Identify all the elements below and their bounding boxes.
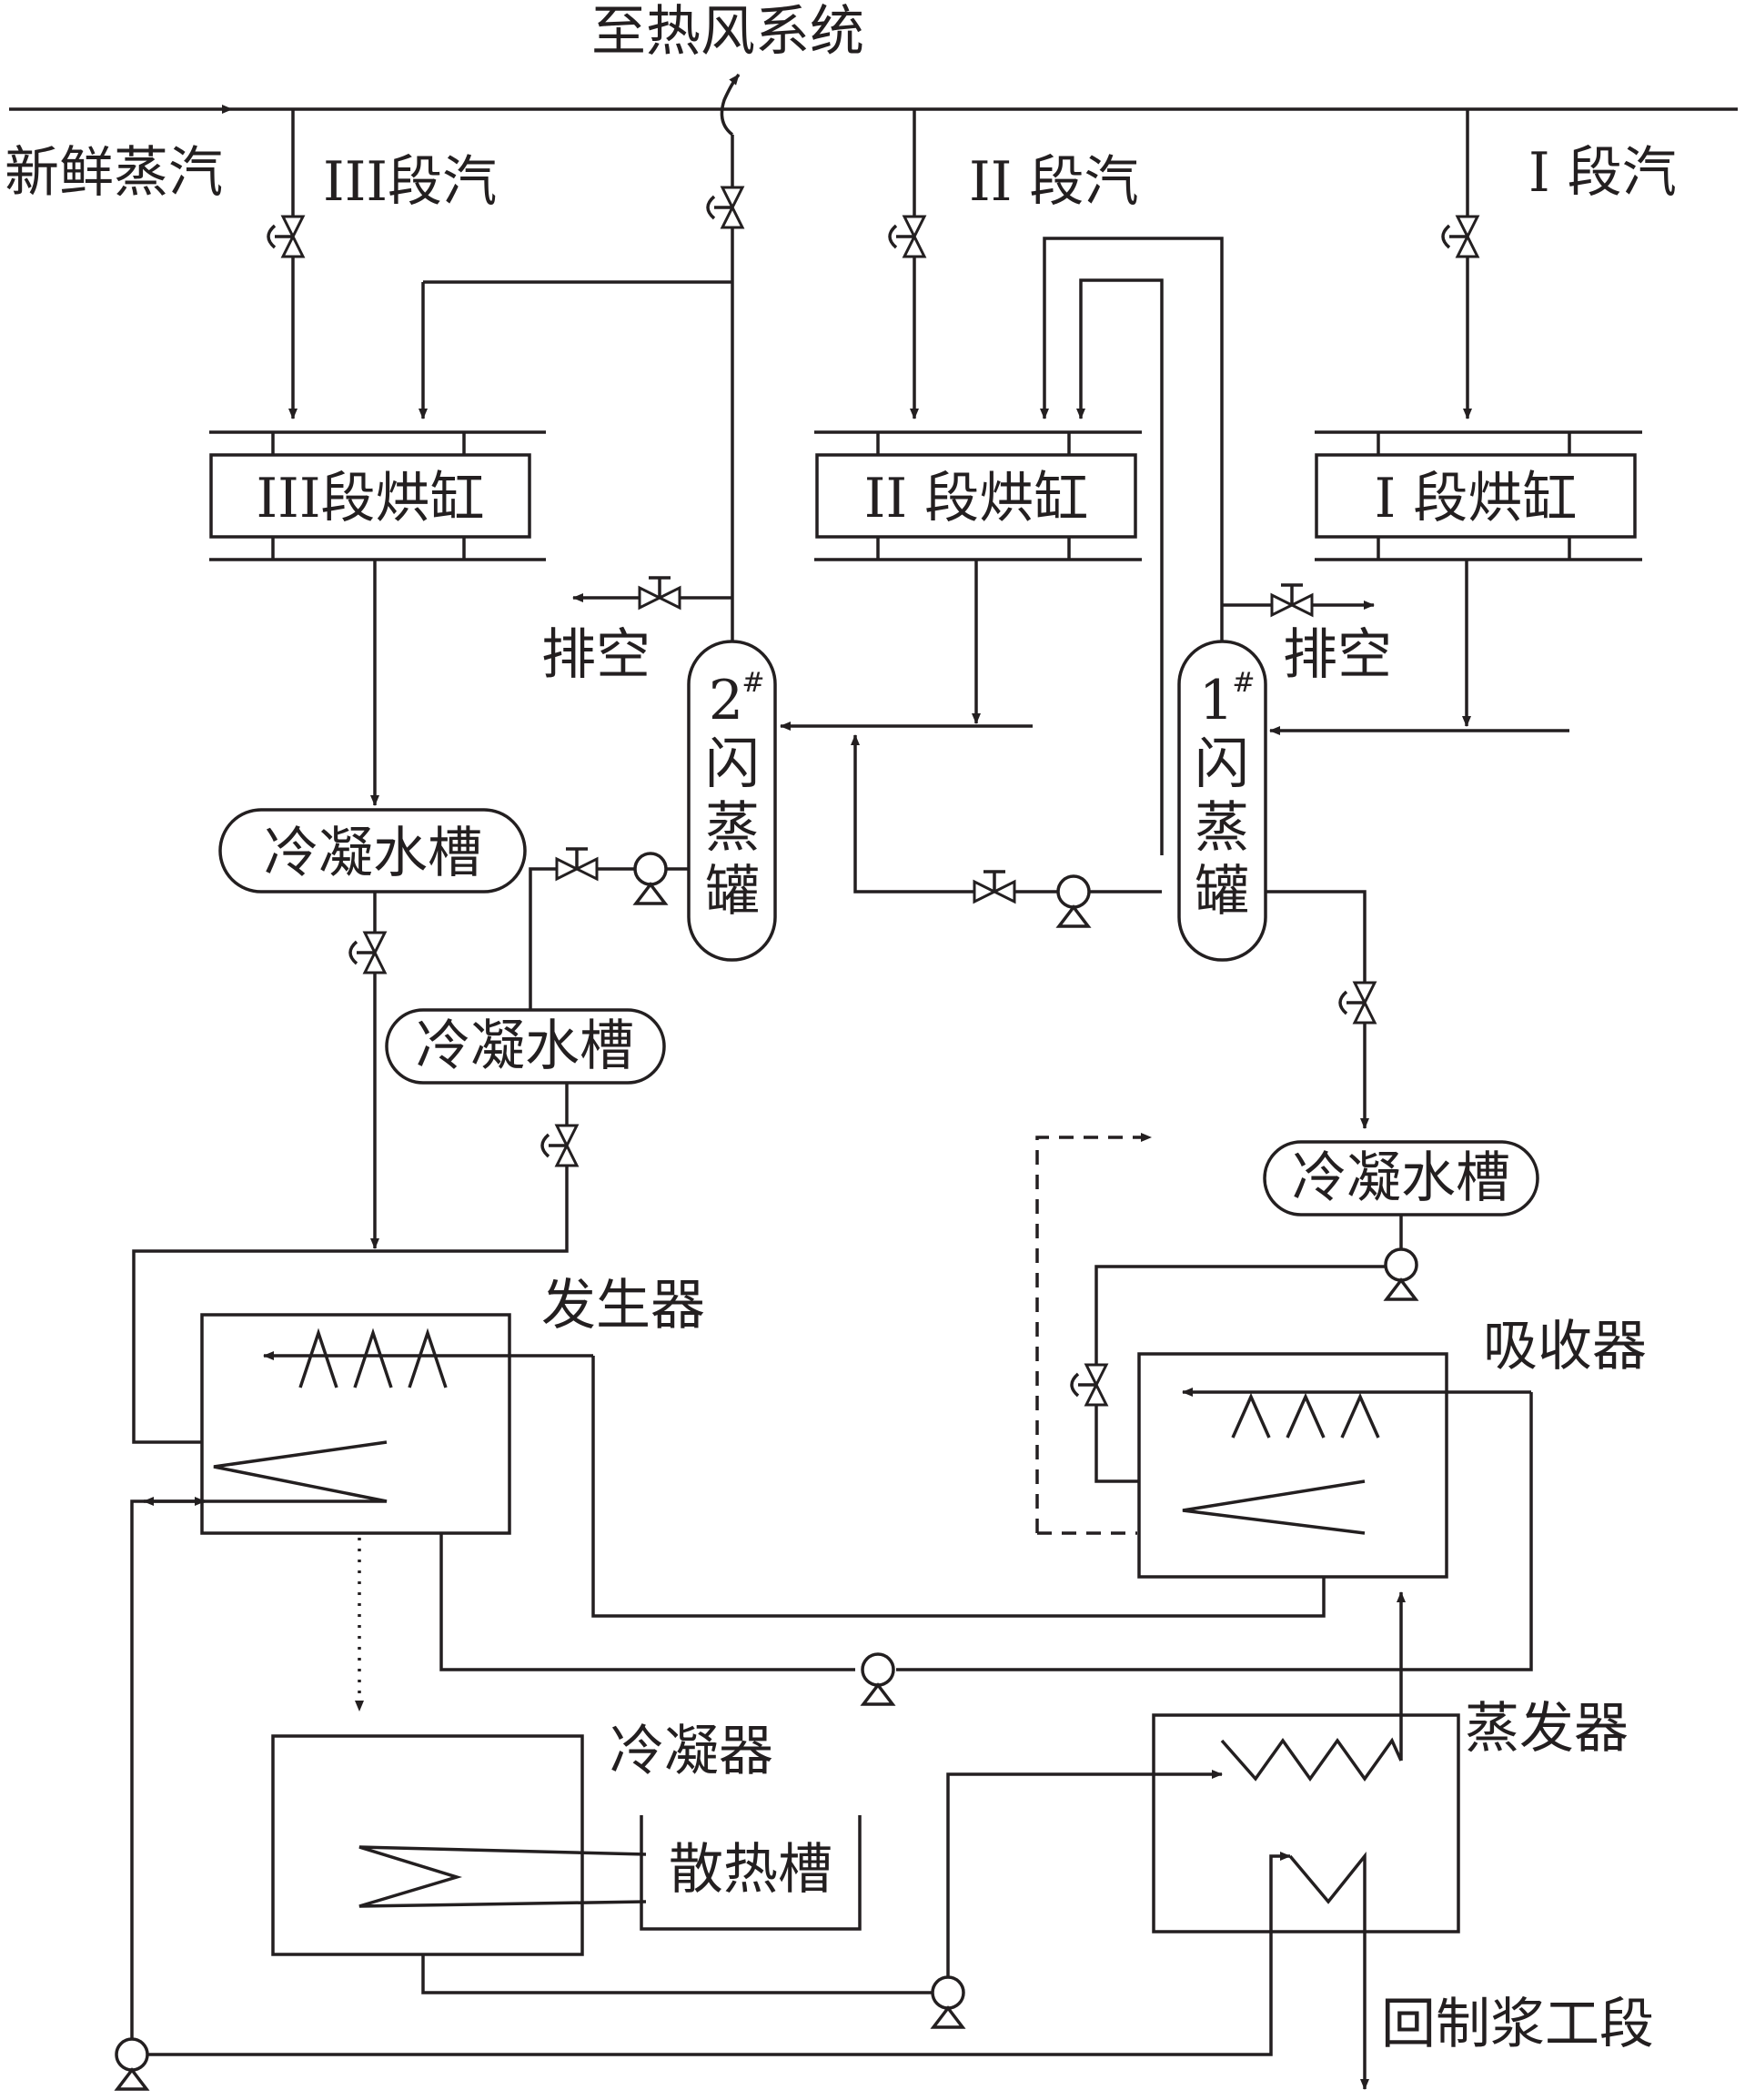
stage3-steam-label: III段汽 [323,150,497,214]
flash-tank-1-char-2: 蒸 [1195,796,1249,860]
flash-2-pump-icon[interactable] [633,852,668,905]
condensate-tank-1-label: 冷凝水槽 [264,822,482,885]
condensate-tank-2: 冷凝水槽 [385,1008,666,1085]
flash-tank-1-char-3: 罐 [1195,860,1249,924]
stage3-steam-valve-icon[interactable] [267,215,305,258]
stage1-steam-valve-icon[interactable] [1441,215,1479,258]
tank2-valve-icon[interactable] [540,1124,579,1167]
condensate-tank-3-label: 冷凝水槽 [1292,1146,1510,1210]
stage2-dryer-cylinder: II 段烘缸 [814,430,1142,561]
generator-label: 发生器 [541,1274,705,1338]
flash-1-outlet [1266,890,1377,1129]
condensate-tank-3: 冷凝水槽 [1263,1140,1539,1217]
condenser-to-evaporator [421,1770,1223,2029]
stage3-steam-branch [267,109,732,419]
hot-air-valve-icon[interactable] [706,186,744,229]
evaporator-label: 蒸发器 [1465,1697,1629,1761]
stage1-dryer-cylinder: I 段烘缸 [1315,430,1642,561]
flash-1-pump-icon[interactable] [1056,874,1091,928]
vent-left-label: 排空 [541,623,651,687]
refrigerant-pump-icon[interactable] [931,1975,965,2029]
stage2-steam-label: II 段汽 [969,150,1138,214]
vent-right [1222,583,1375,617]
absorber-inlet-valve-icon[interactable] [1070,1363,1108,1407]
flash-tank-2-mark: # [741,667,764,699]
condenser-label: 冷凝器 [610,1720,773,1783]
to-hot-air-system-label: 至热风系统 [591,0,864,64]
dashed-return [1035,1133,1152,1535]
flash-1-return-valve-icon[interactable] [973,870,1016,904]
tank1-to-generator [348,892,387,1249]
stage3-cylinder-label: III段烘缸 [256,467,484,530]
flash-2-outlet-valve-icon[interactable] [555,847,599,881]
flash-1-outlet-valve-icon[interactable] [1338,981,1377,1025]
stage1-steam-branch [1441,109,1479,419]
vent-right-valve-icon[interactable] [1270,583,1314,617]
hot-air-branch [706,73,744,641]
vent-right-label: 排空 [1283,623,1392,687]
stage2-steam-valve-icon[interactable] [888,215,926,258]
flash-tank-2-char-3: 罐 [705,860,760,924]
generator-absorber-loop [439,1356,1533,1706]
stage2-to-flash-2 [780,560,1033,731]
bottom-pump-icon[interactable] [115,2037,149,2091]
flash-tank-1: 1 # 闪 蒸 罐 [1177,640,1267,962]
stage1-cylinder-label: I 段烘缸 [1375,467,1578,530]
solution-pump-icon[interactable] [861,1652,895,1706]
flash-tank-1-char-1: 闪 [1195,732,1249,796]
flash-tank-2-number: 2 [709,669,743,732]
stage2-cylinder-label: II 段烘缸 [864,467,1088,530]
condenser: 冷凝器 [271,1720,773,1956]
absorber: 吸收器 [1137,1315,1647,1618]
heat-sink-tank-label: 散热槽 [669,1838,832,1902]
flash-1-to-flash-2 [851,734,1162,928]
condensate-tank-2-label: 冷凝水槽 [416,1015,634,1078]
condensate-tank-1: 冷凝水槽 [218,808,527,894]
stage1-steam-label: I 段汽 [1528,141,1677,205]
tank3-pump-icon[interactable] [1384,1247,1418,1301]
flash-tank-1-mark: # [1232,667,1255,699]
generator: 发生器 [200,1274,705,1535]
stage3-dryer-cylinder: III段烘缸 [209,430,546,561]
flash-tank-2-char-2: 蒸 [705,796,760,860]
vent-left-valve-icon[interactable] [638,576,681,610]
evaporator: 蒸发器 [1152,1591,1629,2090]
flash-tank-2-char-1: 闪 [705,732,760,796]
water-return [115,1497,1291,2091]
fresh-steam-label: 新鲜蒸汽 [5,141,223,205]
flash-tank-1-number: 1 [1199,669,1234,732]
absorber-label: 吸收器 [1483,1315,1647,1378]
tank1-valve-icon[interactable] [348,931,387,974]
vent-left [572,576,732,610]
stage1-to-flash-1 [1269,560,1569,735]
flash-tank-2: 2 # 闪 蒸 罐 [687,640,777,962]
heat-sink-tank: 散热槽 [640,1815,862,1931]
flash-2-outlet [526,847,689,1020]
stage2-steam-branch [888,109,1224,855]
return-pulping-label: 回制浆工段 [1381,1993,1654,2056]
